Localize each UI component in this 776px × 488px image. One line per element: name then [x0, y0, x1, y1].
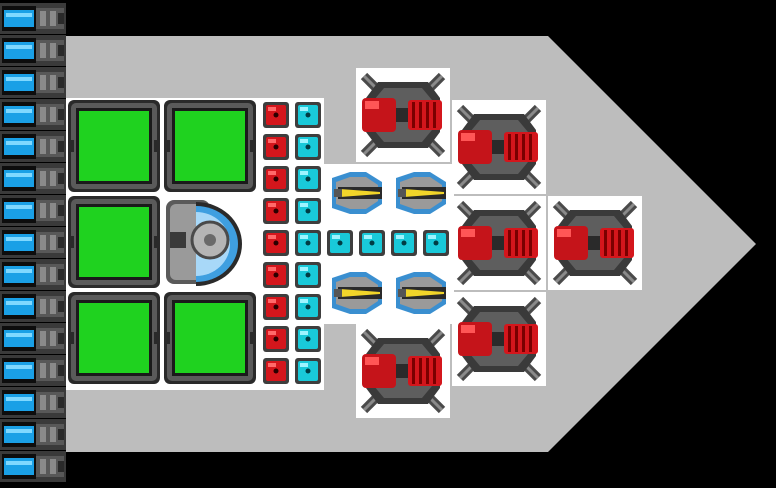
thruster-icon[interactable] — [0, 323, 66, 354]
thruster-icon[interactable] — [0, 163, 66, 194]
armor-block-icon[interactable] — [261, 164, 291, 194]
laser-cannon-icon[interactable] — [326, 268, 388, 318]
thruster-column — [0, 3, 66, 482]
armor-block-icon[interactable] — [261, 196, 291, 226]
armor-block-icon[interactable] — [261, 324, 291, 354]
power-conduit-icon[interactable] — [293, 100, 323, 130]
laser-cannon-icon[interactable] — [390, 268, 452, 318]
power-conduit-icon[interactable] — [293, 260, 323, 290]
armor-block-icon[interactable] — [261, 260, 291, 290]
red-turret-icon[interactable] — [452, 292, 546, 386]
thruster-icon[interactable] — [0, 291, 66, 322]
cargo-module-icon[interactable] — [68, 196, 160, 288]
red-turret-icon[interactable] — [452, 196, 546, 290]
laser-cannon-icon[interactable] — [390, 168, 452, 218]
red-turret-icon[interactable] — [356, 324, 450, 418]
cargo-module-icon[interactable] — [68, 100, 160, 192]
armor-block-icon[interactable] — [261, 132, 291, 162]
power-conduit-icon[interactable] — [325, 228, 355, 258]
thruster-icon[interactable] — [0, 451, 66, 482]
red-turret-icon[interactable] — [356, 68, 450, 162]
power-conduit-icon[interactable] — [293, 228, 323, 258]
cargo-module-icon[interactable] — [164, 100, 256, 192]
armor-block-icon[interactable] — [261, 292, 291, 322]
armor-block-icon[interactable] — [261, 356, 291, 386]
power-conduit-icon[interactable] — [293, 132, 323, 162]
thruster-icon[interactable] — [0, 35, 66, 66]
thruster-icon[interactable] — [0, 387, 66, 418]
thruster-icon[interactable] — [0, 67, 66, 98]
power-conduit-icon[interactable] — [293, 292, 323, 322]
thruster-icon[interactable] — [0, 419, 66, 450]
power-conduit-icon[interactable] — [357, 228, 387, 258]
armor-block-icon[interactable] — [261, 228, 291, 258]
armor-column — [261, 100, 291, 386]
cockpit-icon[interactable] — [164, 196, 258, 290]
cargo-module-icon[interactable] — [68, 292, 160, 384]
red-turret-icon[interactable] — [452, 100, 546, 194]
armor-block-icon[interactable] — [261, 100, 291, 130]
thruster-icon[interactable] — [0, 131, 66, 162]
thruster-icon[interactable] — [0, 3, 66, 34]
power-conduit-icon[interactable] — [293, 356, 323, 386]
power-conduit-icon[interactable] — [293, 164, 323, 194]
thruster-icon[interactable] — [0, 195, 66, 226]
thruster-icon[interactable] — [0, 227, 66, 258]
red-turret-icon[interactable] — [548, 196, 642, 290]
power-conduit-icon[interactable] — [293, 324, 323, 354]
thruster-icon[interactable] — [0, 355, 66, 386]
thruster-icon[interactable] — [0, 99, 66, 130]
laser-cannon-icon[interactable] — [326, 168, 388, 218]
power-conduit-icon[interactable] — [421, 228, 451, 258]
thruster-icon[interactable] — [0, 259, 66, 290]
cargo-module-icon[interactable] — [164, 292, 256, 384]
power-conduit-icon[interactable] — [389, 228, 419, 258]
power-conduit-icon[interactable] — [293, 196, 323, 226]
